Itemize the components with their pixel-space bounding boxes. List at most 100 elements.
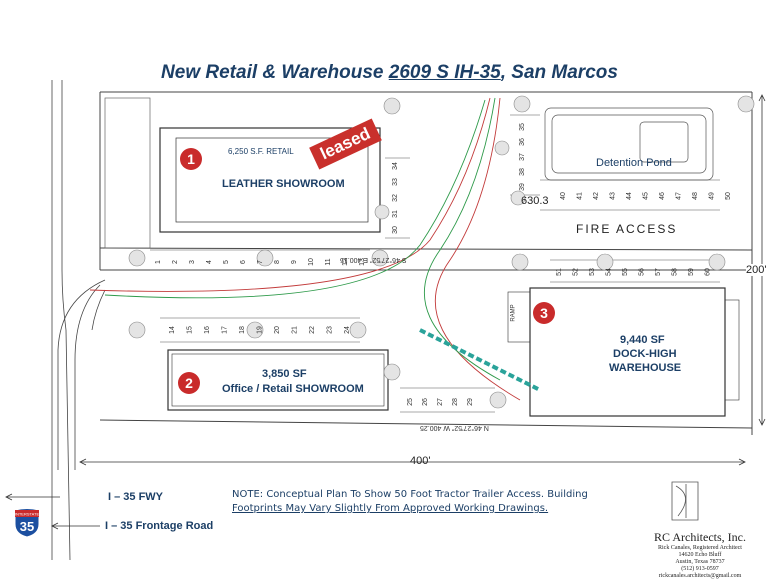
parking-stall-number: 52 [573,268,580,276]
parking-stall-number: 59 [688,268,695,276]
parking-stall-number: 33 [392,178,399,186]
parking-stall-number: 1 [155,260,162,264]
parking-stall-number: 38 [519,168,526,176]
parking-stall-number: 51 [556,268,563,276]
parking-stall-number: 10 [308,258,315,266]
parking-stall-number: 12 [342,258,349,266]
parking-stall-number: 11 [325,258,332,265]
parking-stalls [150,114,720,413]
parking-stall-number: 26 [422,398,429,406]
ramp-label: RAMP [510,304,517,322]
parking-stall-number: 16 [204,326,211,334]
parking-stall-number: 45 [643,192,650,200]
landscape-trees [128,95,755,409]
parking-stall-number: 23 [327,326,334,334]
parking-stall-number: 22 [309,326,316,334]
parking-stall-number: 15 [187,326,194,334]
parking-stall-number: 8 [274,260,281,264]
parking-stall-number: 37 [519,153,526,161]
architect-line4: (512) 913-0597 [681,566,719,572]
parking-stall-number: 39 [519,183,526,191]
parking-stall-number: 60 [705,268,712,276]
parking-stall-number: 18 [239,326,246,334]
parking-stall-number: 19 [257,326,264,334]
plan-note-line1: NOTE: Conceptual Plan To Show 50 Foot Tr… [232,489,588,500]
parking-stall-number: 41 [577,192,584,200]
building-2-outline [167,349,389,411]
parking-stall-number: 54 [606,268,613,276]
parking-stall-number: 46 [659,192,666,200]
parking-stall-number: 3 [189,260,196,264]
parking-stall-number: 17 [222,326,229,334]
shield-number: 35 [20,519,34,534]
parking-stall-number: 6 [240,260,247,264]
plan-note-line2: Footprints May Vary Slightly From Approv… [232,503,549,514]
frontage-road-lines [51,80,106,561]
parking-stall-number: 57 [655,268,662,276]
parking-stall-number: 50 [725,192,732,200]
building-2-area: 3,850 SF [262,368,307,380]
building-3-name-line1: DOCK-HIGH [613,348,677,360]
architect-line3: Austin, Texas 78737 [675,559,725,565]
building-1-area: 6,250 S.F. RETAIL [228,147,294,156]
building-3-badge: 3 [533,302,555,324]
dimension-depth: 200' [746,264,767,276]
parking-stall-number: 34 [392,162,399,170]
parking-stall-number: 7 [257,260,264,264]
freeway-label: I – 35 FWY [108,491,164,503]
parking-stall-number: 21 [292,326,299,334]
parking-stall-number: 31 [392,210,399,218]
parking-stall-number: 2 [172,260,179,264]
parking-stall-number: 42 [593,192,600,200]
parking-stall-number: 4 [206,260,213,264]
fire-access-label: FIRE ACCESS [576,222,678,236]
elevation-label: 630.3 [521,195,549,207]
parking-stall-number: 40 [560,192,567,200]
parking-stall-number: 44 [626,192,633,200]
parking-stall-number: 5 [223,260,230,264]
landscape-area [104,97,151,249]
page-title: New Retail & Warehouse 2609 S IH-35, San… [161,62,618,83]
parking-stall-number: 24 [344,326,351,334]
building-3-outline [507,287,740,417]
truck-turning-paths [89,97,541,401]
building-1-badge: 1 [180,148,202,170]
dimension-lines [5,94,766,530]
dimension-width: 400' [410,455,431,467]
parking-stall-number: 29 [467,398,474,406]
building-2-badge: 2 [178,372,200,394]
parking-stall-number: 9 [291,260,298,264]
plan-note: NOTE: Conceptual Plan To Show 50 Foot Tr… [232,488,632,516]
building-3-name-line2: WAREHOUSE [609,362,682,374]
detention-pond-label: Detention Pond [596,157,672,169]
shield-top-text: INTERSTATE [15,512,40,517]
parking-stall-number: 56 [639,268,646,276]
architect-logo [671,481,699,521]
parking-stall-number: 58 [672,268,679,276]
parking-stall-number: 28 [452,398,459,406]
building-1-outline [159,127,381,233]
parking-stall-number: 20 [274,326,281,334]
architect-line1: Rick Canales, Registered Architect [658,545,742,551]
parking-stall-number: 35 [519,123,526,131]
parking-stall-number: 53 [589,268,596,276]
parking-stall-number: 30 [392,226,399,234]
parking-stall-number: 49 [709,192,716,200]
parking-stall-number: 32 [392,194,399,202]
parking-stall-number: 43 [610,192,617,200]
building-3-area: 9,440 SF [620,334,665,346]
parking-stall-number: 25 [407,398,414,406]
architect-name: RC Architects, Inc. [654,530,746,544]
parking-stall-number: 55 [622,268,629,276]
bearing-bottom: N 46°27'52" W 400.25 [420,424,489,431]
interstate-shield-icon: INTERSTATE 35 [14,508,40,538]
parking-stall-number: 14 [169,326,176,334]
parking-stall-number: 13 [359,258,366,266]
architect-block: RC Architects, Inc. Rick Canales, Regist… [630,530,770,580]
detention-pond-outline [544,107,714,181]
architect-line5: rickcanales.architects@gmail.com [658,573,742,579]
bearing-top: S 46°27'52" E 400.15 [340,256,407,263]
parking-stall-number: 47 [676,192,683,200]
building-2-name: Office / Retail SHOWROOM [222,383,364,395]
